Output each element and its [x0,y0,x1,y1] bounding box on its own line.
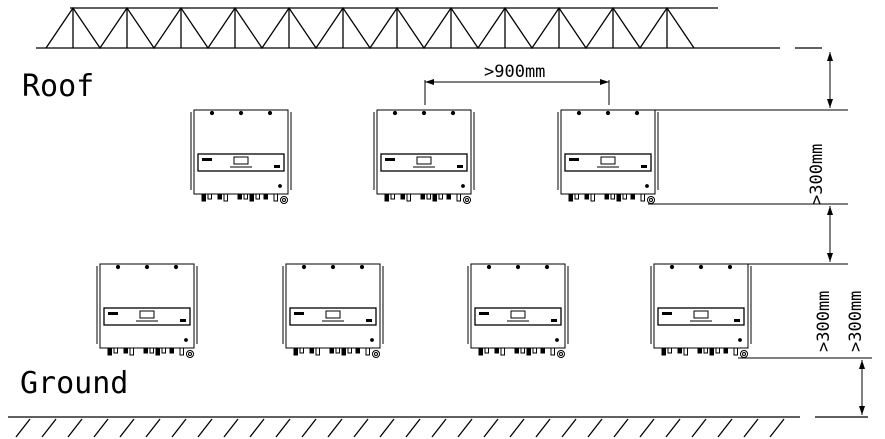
inverter-unit [650,263,752,358]
dimension-900mm-label: >900mm [484,62,545,82]
roof-label: Roof [22,69,94,104]
top-row-inverters [190,109,659,204]
dimension-bottom-clearance-label: >300mm [846,291,866,352]
inverter-unit [190,109,292,204]
dimension-top-clearance-label: >300mm [807,144,827,205]
dimension-row-gap-label: >300mm [814,291,834,352]
bottom-row-inverters [96,263,752,358]
roof-truss [36,6,822,50]
inverter-unit [282,263,384,358]
ground-hatch [8,416,868,438]
ground-label: Ground [20,366,128,401]
inverter-unit [373,109,475,204]
inverter-unit [557,109,659,204]
dimension-lines [424,52,872,415]
inverter-unit [467,263,569,358]
inverter-unit [96,263,198,358]
